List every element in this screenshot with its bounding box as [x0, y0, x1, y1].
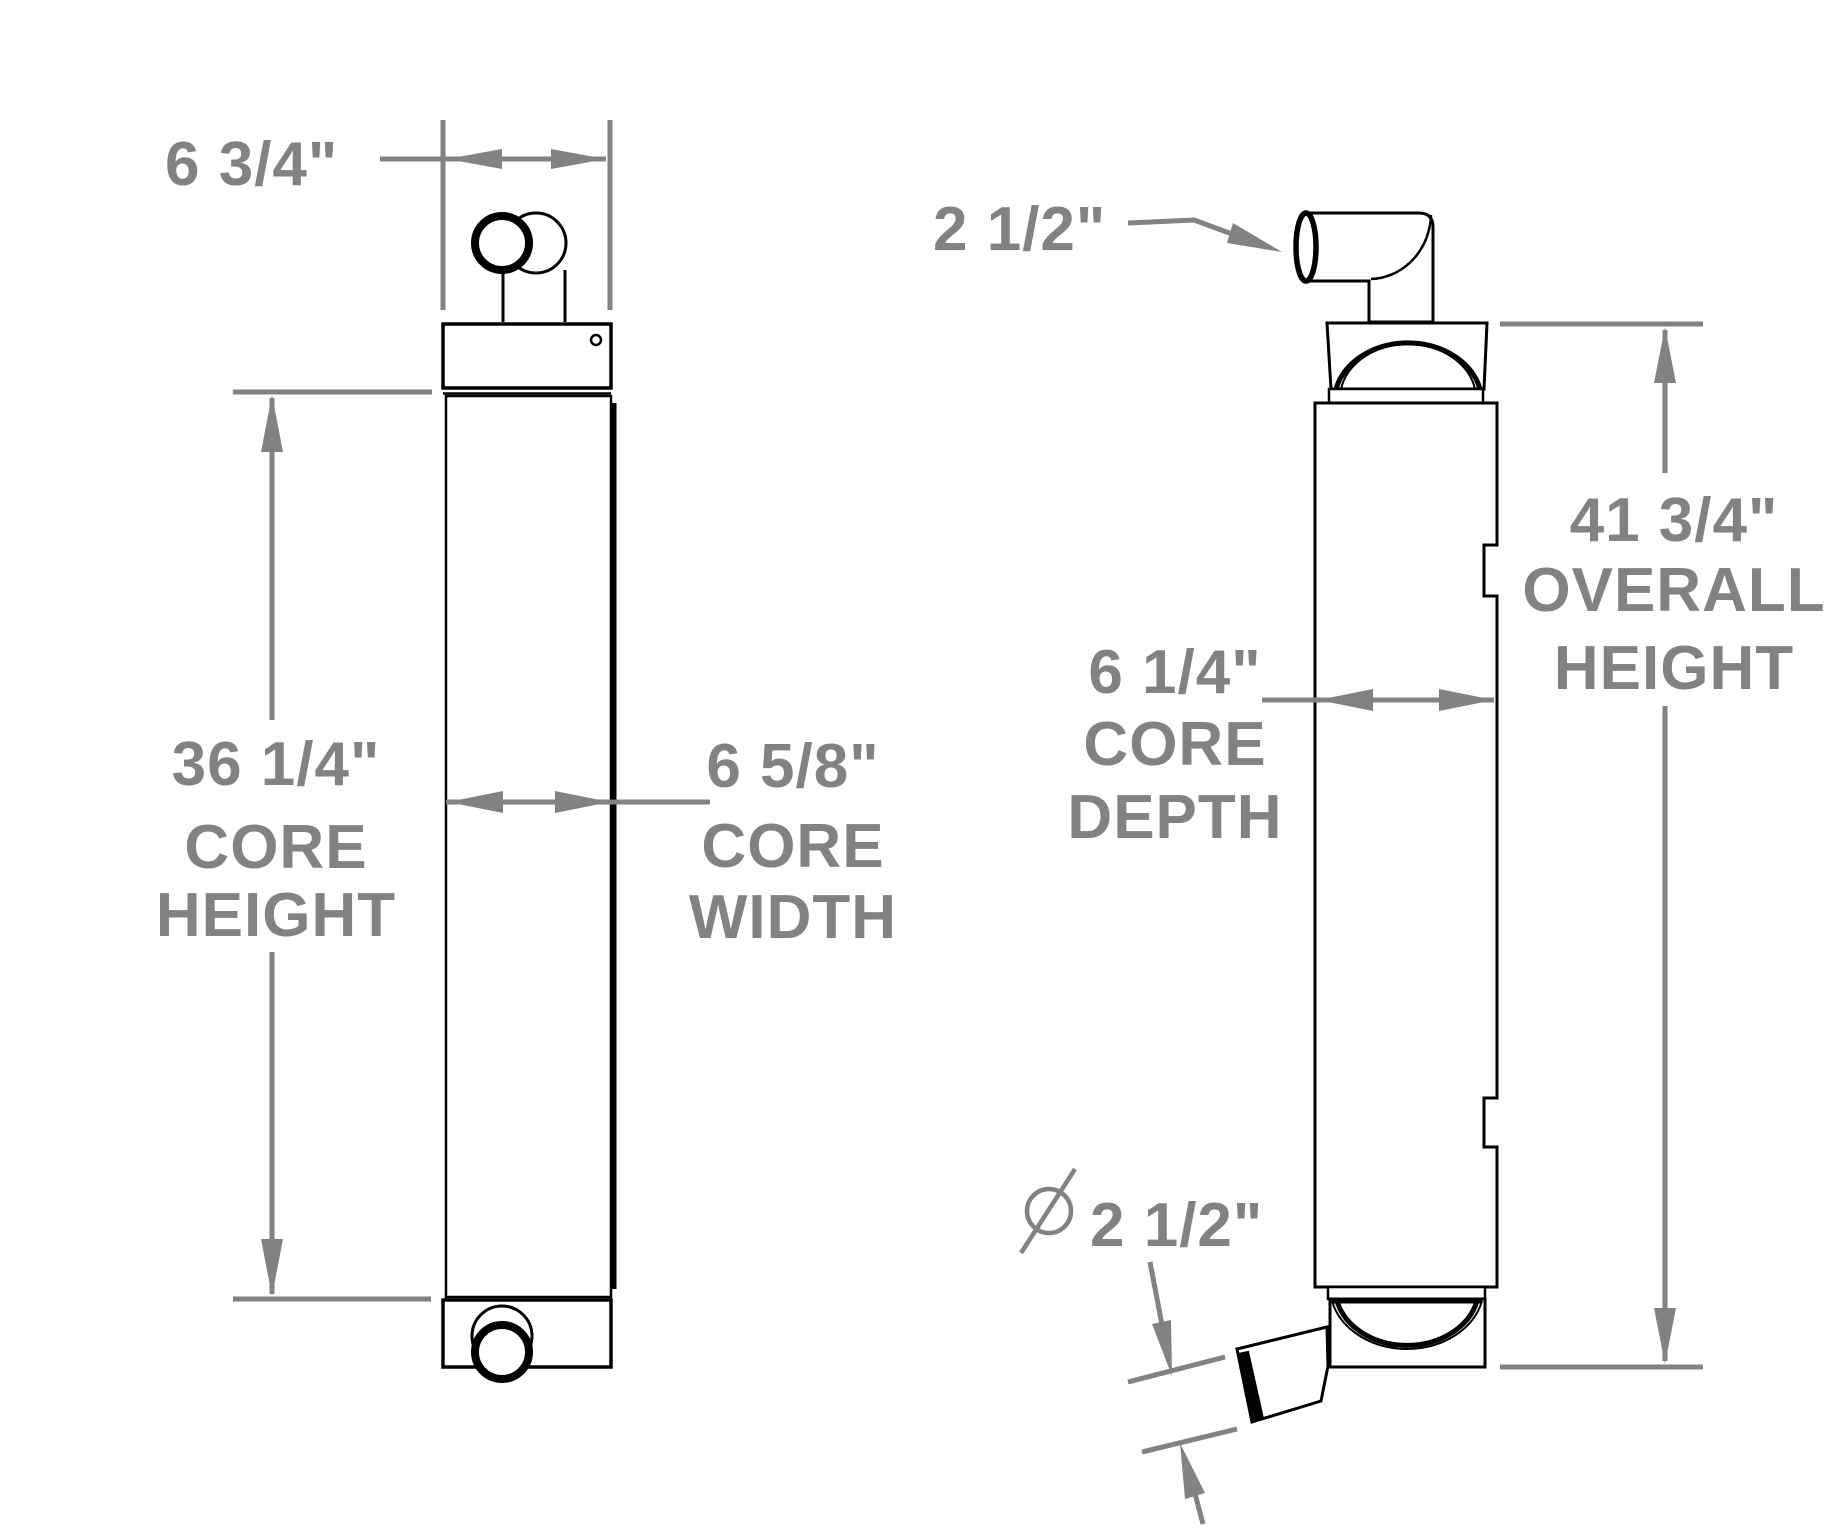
- core-height-word2: HEIGHT: [156, 881, 396, 950]
- dim-overall-height: 41 3/4" OVERALL HEIGHT: [1500, 321, 1825, 1370]
- core-width-word2: WIDTH: [689, 883, 897, 952]
- dim-bottom-port-arrow-down: [1152, 1320, 1172, 1376]
- top-width-label: 6 3/4": [165, 130, 338, 199]
- top-port-label: 2 1/2": [933, 195, 1106, 264]
- overall-height-word2: HEIGHT: [1554, 634, 1794, 703]
- overall-height-word1: OVERALL: [1522, 556, 1825, 625]
- side-view: [1235, 210, 1499, 1424]
- side-top-pipe-seam: [1370, 214, 1433, 281]
- front-bottom-pipe-opening: [471, 1321, 533, 1383]
- dim-top-port: 2 1/2": [933, 195, 1282, 264]
- core-depth-word2: DEPTH: [1067, 783, 1282, 852]
- dim-bottom-port-tick-lower: [1141, 1426, 1238, 1455]
- side-top-dome-inner: [1340, 343, 1476, 390]
- bottom-port-label: 2 1/2": [1090, 1191, 1263, 1260]
- dim-top-width-arrow-right: [551, 149, 606, 169]
- front-top-tank: [441, 322, 613, 390]
- front-top-tank-hole: [589, 333, 603, 347]
- dim-core-height-arrow-up: [261, 395, 283, 452]
- dim-top-port-arrow: [1227, 223, 1282, 252]
- side-core: [1313, 401, 1499, 1289]
- side-top-pipe: [1305, 211, 1435, 324]
- dim-core-height: 36 1/4" CORE HEIGHT: [156, 389, 432, 1302]
- diameter-symbol: [1019, 1167, 1077, 1255]
- side-top-pipe-opening: [1293, 210, 1319, 284]
- front-core: [444, 394, 613, 1299]
- side-bottom-band: [1326, 1285, 1487, 1301]
- core-width-value: 6 5/8": [706, 732, 879, 801]
- dim-core-width: 6 5/8" CORE WIDTH: [446, 732, 897, 952]
- side-top-dome: [1333, 340, 1483, 390]
- dim-core-height-arrow-down: [261, 1239, 283, 1296]
- core-depth-value: 6 1/4": [1088, 638, 1261, 707]
- side-bottom-pipe: [1235, 1325, 1330, 1424]
- front-view: [441, 211, 617, 1383]
- dim-bottom-port-leader: [1147, 1261, 1166, 1331]
- dim-core-width-arrow-left: [448, 791, 503, 813]
- dim-bottom-port-arrow-up: [1180, 1443, 1205, 1499]
- dim-top-width: 6 3/4": [165, 120, 613, 310]
- side-top-tank: [1325, 321, 1489, 391]
- dim-overall-arrow-up: [1654, 327, 1676, 383]
- side-bottom-pipe-flange: [1237, 1350, 1264, 1421]
- core-depth-word1: CORE: [1083, 710, 1266, 779]
- core-width-word1: CORE: [701, 812, 884, 881]
- dim-bottom-port: 2 1/2": [1019, 1167, 1263, 1525]
- dim-core-width-arrow-right: [555, 791, 610, 813]
- overall-height-value: 41 3/4": [1570, 486, 1779, 555]
- side-bottom-dome: [1334, 1300, 1480, 1348]
- dim-overall-arrow-down: [1654, 1308, 1676, 1364]
- core-height-word1: CORE: [184, 813, 367, 882]
- diameter-symbol-circle: [1024, 1186, 1074, 1236]
- dim-top-width-arrow-left: [447, 149, 502, 169]
- side-bottom-dome-outer: [1331, 1300, 1483, 1350]
- core-height-value: 36 1/4": [172, 730, 381, 799]
- dim-core-depth-arrow-right: [1439, 689, 1494, 711]
- dim-bottom-port-tick-upper: [1127, 1354, 1226, 1385]
- diameter-symbol-slash: [1019, 1167, 1077, 1255]
- side-bottom-tank: [1328, 1297, 1487, 1369]
- dim-core-depth: 6 1/4" CORE DEPTH: [1067, 638, 1494, 852]
- dim-core-depth-arrow-left: [1318, 689, 1373, 711]
- front-top-pipe-opening: [471, 212, 533, 274]
